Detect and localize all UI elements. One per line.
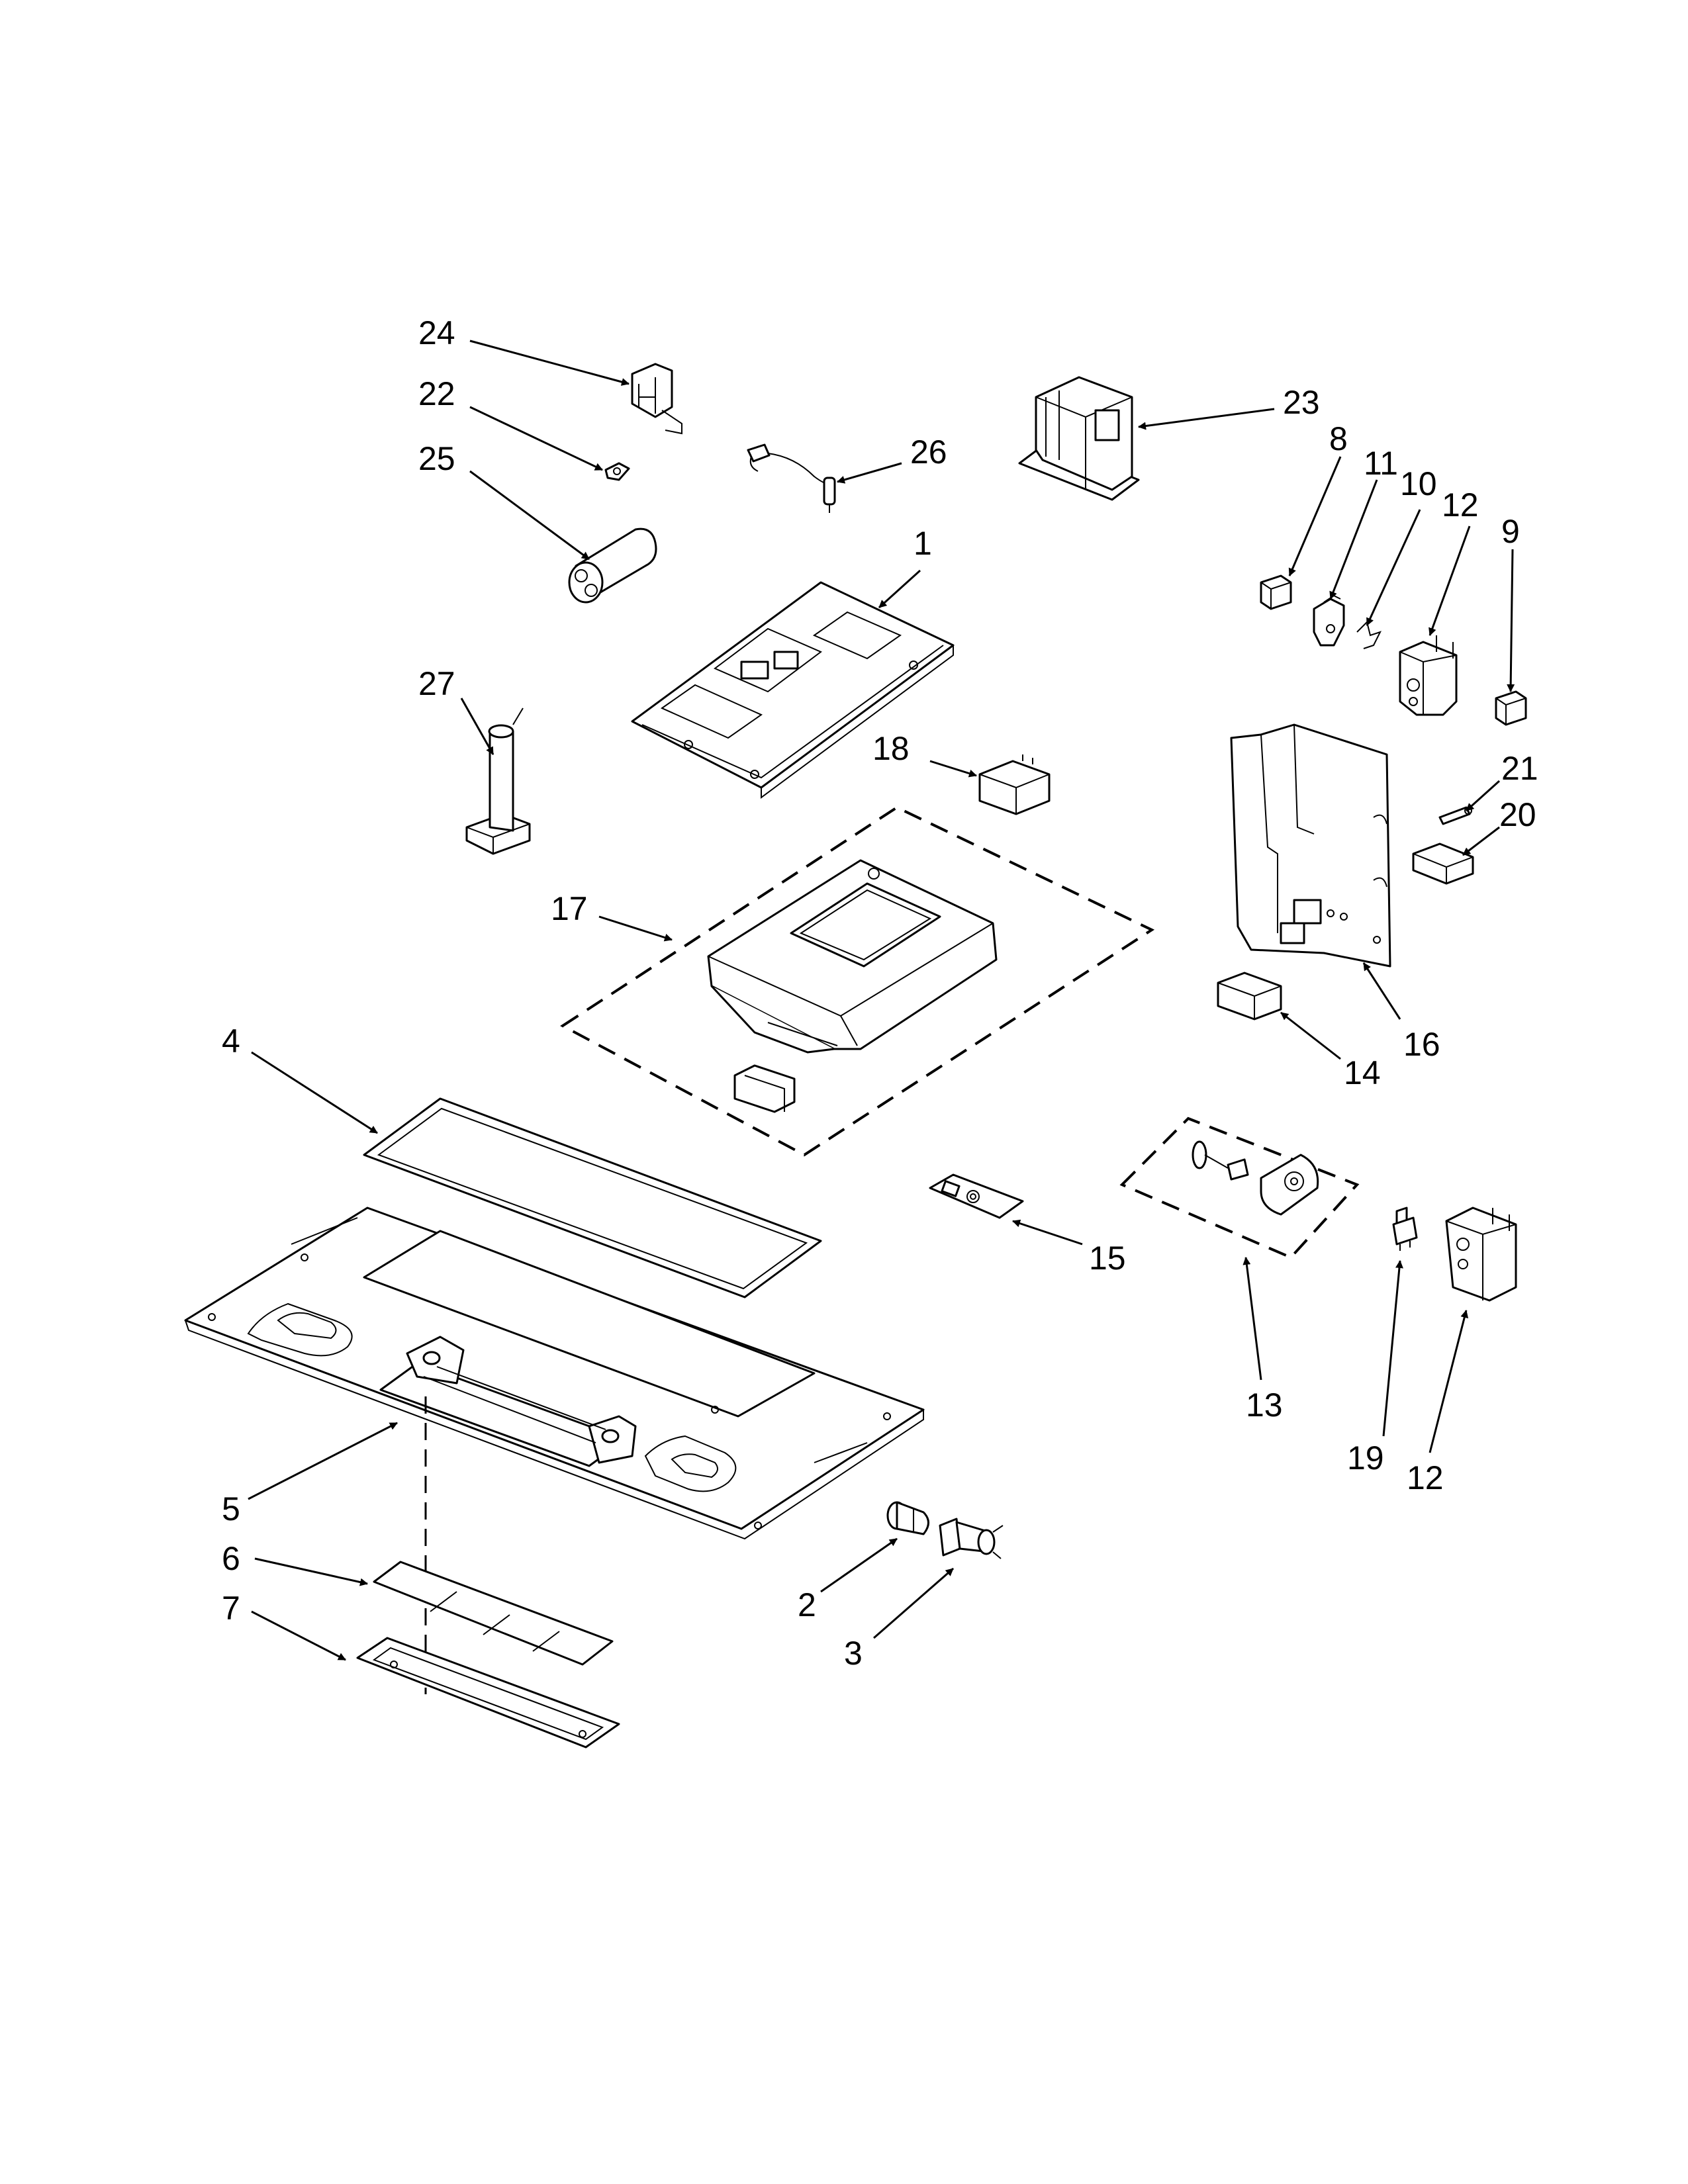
leader-2 (820, 1537, 898, 1593)
label-12-lower: 12 (1407, 1459, 1444, 1496)
leader-7 (251, 1610, 346, 1661)
leader-6 (254, 1557, 368, 1586)
part-26-wire-harness (747, 443, 836, 513)
label-12-upper: 12 (1442, 486, 1479, 523)
label-15: 15 (1089, 1240, 1126, 1277)
leader-4 (251, 1051, 378, 1134)
label-4: 4 (222, 1023, 240, 1060)
leader-23 (1138, 408, 1275, 430)
label-18: 18 (872, 730, 910, 767)
leader-1 (878, 569, 921, 609)
part-27-rod-assembly (465, 707, 531, 855)
leader-9 (1507, 549, 1515, 692)
leader-19 (1382, 1260, 1403, 1437)
part-3-lamp-socket (939, 1518, 1004, 1559)
part-13-kit-outline (1119, 1116, 1360, 1259)
part-25-capacitor (568, 527, 657, 604)
leader-27 (460, 698, 494, 755)
leader-12-lower (1429, 1310, 1469, 1453)
part-20-fuse-holder (1412, 842, 1474, 885)
part-17-duct (707, 859, 998, 1054)
leader-10 (1366, 509, 1421, 626)
part-15-socket-plate (929, 1173, 1024, 1219)
leader-16 (1362, 962, 1401, 1020)
label-13: 13 (1246, 1387, 1283, 1424)
label-16: 16 (1403, 1026, 1440, 1063)
label-22: 22 (418, 375, 455, 412)
part-18-relay (978, 754, 1051, 815)
part-11-lever (1313, 594, 1345, 647)
part-22-clip (604, 462, 630, 481)
leader-11 (1329, 479, 1378, 600)
leader-17 (598, 915, 673, 942)
part-13-motor-kit (1192, 1140, 1319, 1216)
leader-14 (1280, 1011, 1341, 1060)
label-6: 6 (222, 1540, 240, 1577)
part-6-light-lens (373, 1561, 614, 1666)
leader-13 (1243, 1257, 1262, 1381)
part-number-labels: 24 22 25 26 23 1 8 11 10 12 9 27 18 21 2… (222, 314, 1538, 1672)
part-2-light-bulb (886, 1501, 929, 1535)
label-1: 1 (914, 525, 932, 562)
part-9-switch (1495, 690, 1527, 726)
label-9: 9 (1501, 513, 1520, 550)
label-5: 5 (222, 1490, 240, 1527)
part-4-filter (363, 1097, 822, 1298)
part-10-spring (1356, 621, 1382, 649)
leader-18 (929, 760, 977, 778)
part-17-kit-outline (560, 805, 1155, 1157)
label-17: 17 (551, 890, 588, 927)
leader-8 (1288, 456, 1342, 576)
leader-lines (248, 340, 1515, 1661)
leader-20 (1462, 826, 1500, 856)
label-26: 26 (910, 433, 947, 471)
leader-12-upper (1429, 525, 1471, 636)
label-7: 7 (222, 1590, 240, 1627)
part-23-transformer (1018, 376, 1140, 501)
label-19: 19 (1347, 1439, 1384, 1477)
label-27: 27 (418, 665, 455, 702)
leader-25 (469, 470, 590, 561)
part-12-interlock-bracket-upper (1399, 635, 1458, 716)
leader-5 (248, 1422, 398, 1500)
part-24-bracket (631, 363, 682, 435)
leader-22 (469, 406, 603, 471)
label-8: 8 (1329, 420, 1348, 457)
part-16-control-bracket (1230, 723, 1391, 968)
part-14-relay (1217, 972, 1282, 1021)
part-1-base-plate (631, 581, 955, 799)
leader-24 (469, 340, 630, 386)
label-21: 21 (1501, 750, 1538, 787)
label-3: 3 (844, 1635, 863, 1672)
part-5-bottom-plate (184, 1206, 925, 1540)
leader-21 (1465, 780, 1501, 812)
leader-3 (873, 1567, 954, 1639)
label-14: 14 (1344, 1054, 1381, 1091)
part-17-bracket (733, 1064, 796, 1113)
part-8-switch (1260, 574, 1292, 610)
label-2: 2 (798, 1586, 816, 1623)
leader-26 (837, 462, 902, 484)
part-7-lens-frame (356, 1637, 620, 1749)
label-11: 11 (1364, 445, 1398, 482)
label-20: 20 (1499, 796, 1536, 833)
leader-15 (1012, 1219, 1083, 1246)
label-10: 10 (1400, 465, 1437, 502)
label-23: 23 (1283, 384, 1320, 421)
part-12-interlock-bracket-lower (1445, 1206, 1517, 1302)
part-19-switch (1392, 1206, 1418, 1251)
label-25: 25 (418, 440, 455, 477)
label-24: 24 (418, 314, 455, 351)
